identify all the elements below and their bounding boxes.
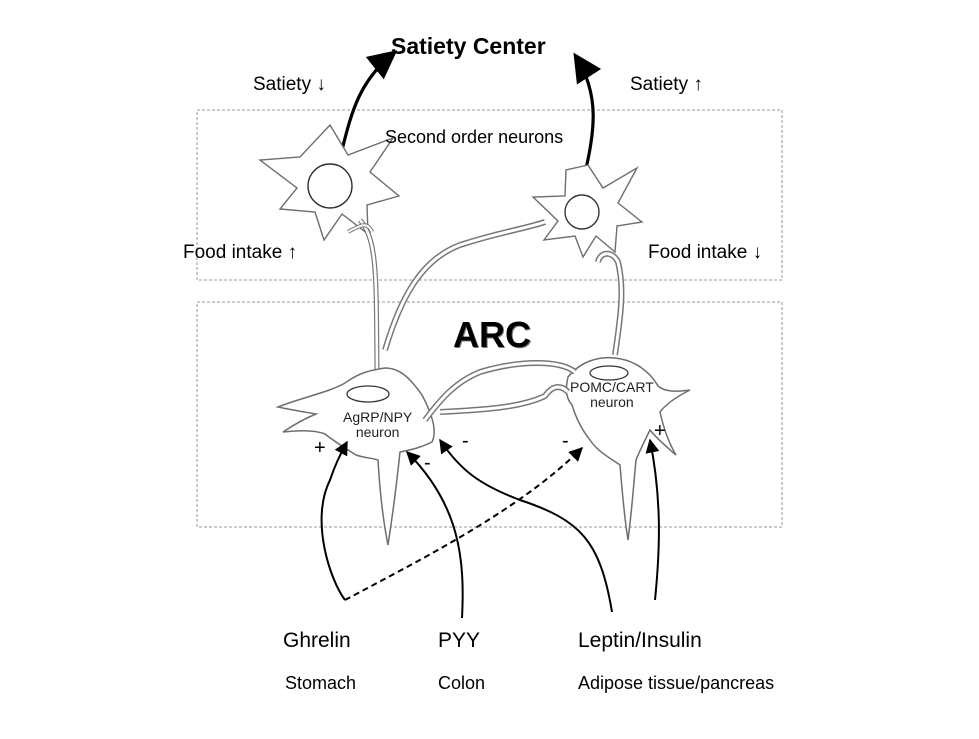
- pomc-cart-neuron-label: POMC/CART neuron: [570, 380, 654, 410]
- agrp-neuron-line1: AgRP/NPY: [343, 410, 412, 425]
- satiety-center-label: Satiety Center: [391, 33, 546, 60]
- leptin-to-pomc-arrow: [650, 440, 659, 600]
- satiety-up-label: Satiety ↑: [630, 74, 703, 96]
- second-order-neurons-label: Second order neurons: [385, 127, 563, 148]
- right-second-order-neuron: [533, 165, 642, 257]
- arc-label: ARC: [453, 314, 531, 356]
- pomc-to-right-neuron-axon: [598, 254, 621, 355]
- stomach-label: Stomach: [285, 673, 356, 694]
- pyy-to-agrp-arrow: [407, 452, 463, 618]
- colon-label: Colon: [438, 673, 485, 694]
- leptin-agrp-sign: -: [462, 430, 469, 453]
- agrp-npy-neuron-label: AgRP/NPY neuron: [343, 410, 412, 440]
- leptin-pomc-sign: +: [654, 420, 666, 443]
- adipose-pancreas-label: Adipose tissue/pancreas: [578, 673, 774, 694]
- pyy-label: PYY: [438, 629, 480, 653]
- pomc-neuron-line1: POMC/CART: [570, 380, 654, 395]
- food-intake-down-label: Food intake ↓: [648, 242, 762, 264]
- leptin-insulin-label: Leptin/Insulin: [578, 629, 702, 653]
- agrp-neuron-line2: neuron: [343, 425, 412, 440]
- pomc-neuron-line2: neuron: [570, 395, 654, 410]
- ghrelin-to-agrp-arrow: [322, 442, 347, 600]
- satiety-down-label: Satiety ↓: [253, 74, 326, 96]
- ghrelin-label: Ghrelin: [283, 629, 351, 653]
- pyy-agrp-sign: -: [424, 452, 431, 475]
- ghrelin-agrp-sign: +: [314, 437, 326, 460]
- leptin-to-agrp-arrow: [440, 440, 612, 612]
- ghrelin-pomc-sign: -: [562, 430, 569, 453]
- food-intake-up-label: Food intake ↑: [183, 242, 297, 264]
- agrp-to-pomc-axon: [425, 363, 575, 420]
